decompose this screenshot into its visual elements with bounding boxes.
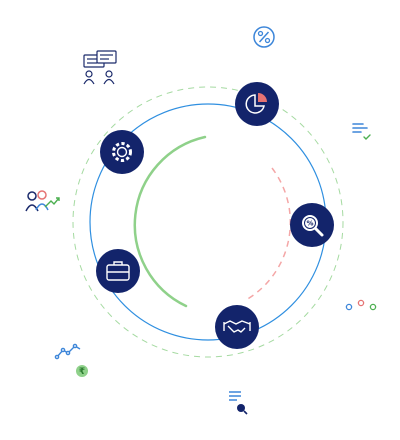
gear-node[interactable]	[100, 130, 144, 174]
outer-dashed-ring	[72, 86, 344, 358]
magnifier-icon	[302, 215, 324, 237]
pie-chart-icon	[245, 93, 267, 114]
percent-icon	[253, 26, 275, 48]
rupee-icon: ₹	[76, 365, 88, 377]
search-node-badge: %	[306, 220, 313, 228]
inner-pink-dashed-arc	[245, 167, 292, 301]
list-check-icon	[352, 123, 371, 140]
people-growth-icon	[25, 190, 60, 212]
handshake-icon	[223, 320, 251, 333]
gear-icon	[112, 142, 132, 162]
inner-green-arc	[133, 135, 207, 308]
doc-search-icon	[229, 391, 248, 415]
handshake-node[interactable]	[215, 305, 259, 349]
line-graph-icon	[54, 343, 81, 360]
dots-icon	[345, 299, 377, 311]
search-node[interactable]: %	[290, 203, 334, 247]
briefcase-icon	[106, 261, 130, 281]
rupee-glyph: ₹	[79, 367, 85, 377]
meeting-icon	[83, 50, 117, 85]
pie-chart-node[interactable]	[235, 82, 279, 126]
briefcase-node[interactable]	[96, 249, 140, 293]
